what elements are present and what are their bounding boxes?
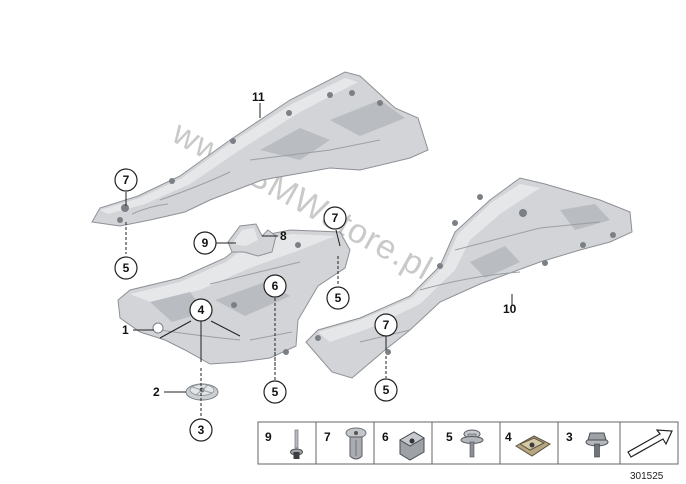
- svg-text:9: 9: [202, 236, 209, 250]
- collar-screw-icon: [460, 429, 484, 458]
- hex-bolt-icon: [585, 432, 609, 458]
- callout-5-right: 5: [374, 378, 398, 402]
- callout-2: 2: [153, 385, 160, 399]
- callout-5-lower: 5: [263, 380, 287, 404]
- underbody-panel-1: [117, 229, 351, 365]
- callout-9: 9: [193, 231, 217, 255]
- svg-text:6: 6: [272, 279, 279, 293]
- svg-text:4: 4: [505, 430, 512, 444]
- expanding-rivet-icon: [345, 427, 367, 460]
- callout-1: 1: [122, 323, 129, 337]
- legend-item-3: 3: [566, 430, 609, 458]
- callout-7-right: 7: [374, 313, 398, 337]
- callout-7-top-left: 7: [114, 168, 138, 192]
- svg-text:5: 5: [123, 261, 130, 275]
- legend-item-7: 7: [324, 427, 367, 460]
- callout-4: 4: [189, 298, 213, 322]
- callout-7-center: 7: [323, 206, 347, 230]
- svg-text:5: 5: [272, 385, 279, 399]
- svg-text:7: 7: [332, 211, 339, 225]
- legend: 9 7 6: [257, 421, 621, 465]
- callout-8: 8: [280, 229, 287, 243]
- svg-text:7: 7: [383, 318, 390, 332]
- legend-item-6: 6: [382, 430, 425, 461]
- rivet-icon: [290, 429, 303, 459]
- driving-direction-arrow-icon: [619, 421, 679, 465]
- callout-5-left: 5: [114, 256, 138, 280]
- svg-text:5: 5: [446, 430, 453, 444]
- legend-item-4: 4: [505, 430, 551, 457]
- leader-lines: [125, 103, 513, 418]
- callout-3: 3: [189, 418, 213, 442]
- svg-text:3: 3: [566, 430, 573, 444]
- callout-11: 11: [252, 90, 265, 104]
- svg-text:3: 3: [198, 423, 205, 437]
- callout-10: 10: [503, 302, 517, 316]
- svg-text:7: 7: [324, 430, 331, 444]
- svg-text:9: 9: [265, 430, 272, 444]
- svg-text:5: 5: [335, 291, 342, 305]
- clip-nut-icon: [399, 431, 425, 461]
- legend-item-5: 5: [446, 429, 484, 458]
- callout-6: 6: [263, 274, 287, 298]
- svg-text:4: 4: [198, 303, 205, 317]
- svg-text:6: 6: [382, 430, 389, 444]
- callout-5-center: 5: [326, 286, 350, 310]
- round-nut-2: [185, 383, 219, 401]
- legend-item-9: 9: [265, 429, 303, 459]
- underbody-panel-11: [91, 71, 429, 227]
- spring-nut-icon: [515, 435, 551, 457]
- svg-text:5: 5: [383, 383, 390, 397]
- svg-text:7: 7: [123, 173, 130, 187]
- bracket-8: [227, 223, 277, 257]
- diagram-number: 301525: [630, 471, 664, 482]
